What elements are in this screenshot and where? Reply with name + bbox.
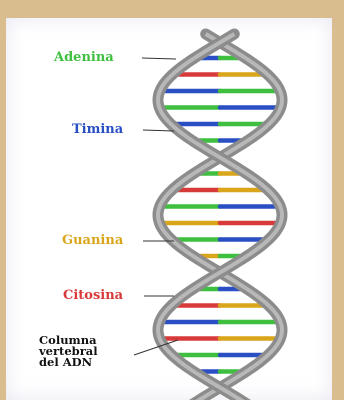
base-pair-rungs: [159, 58, 280, 372]
label-guanina: Guanina: [62, 233, 123, 248]
leader-timina: [143, 130, 174, 131]
label-timina: Timina: [72, 122, 123, 137]
label-adenina: Adenina: [54, 50, 114, 65]
diagram-panel: Adenina Timina Guanina Citosina Columna …: [6, 18, 332, 400]
label-citosina: Citosina: [63, 288, 123, 303]
label-backbone: Columna vertebral del ADN: [39, 335, 98, 368]
leader-adenina: [142, 58, 176, 59]
